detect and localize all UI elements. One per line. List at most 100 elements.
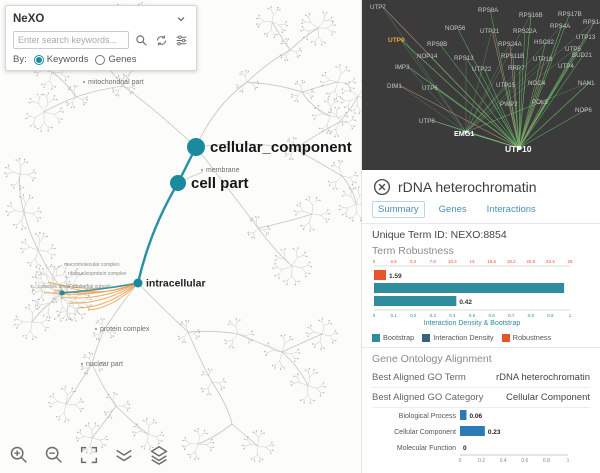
gene-node-label[interactable]: RPS17B (558, 11, 582, 18)
gene-node-label[interactable]: RPS24A (498, 41, 523, 48)
gene-node-label[interactable]: UTP9 (388, 37, 405, 44)
gene-node-label[interactable]: UTP21 (480, 28, 500, 35)
search-by-row: By: Keywords Genes (13, 54, 189, 65)
svg-text:0.6: 0.6 (488, 313, 495, 318)
gene-node-label[interactable]: RRP7 (508, 65, 525, 72)
gene-node-label[interactable]: UTP18 (533, 56, 553, 63)
radio-keywords-input[interactable] (33, 54, 44, 65)
go-alignment-rows: Best Aligned GO Term rDNA heterochromati… (372, 368, 590, 408)
svg-text:cell part: cell part (191, 175, 249, 192)
tree-node[interactable]: intracellular (133, 278, 206, 290)
details-header: rDNA heterochromatin (372, 177, 590, 196)
tree-node[interactable]: protein complex (95, 326, 150, 333)
gene-node-label[interactable]: RPS4A (550, 23, 571, 30)
gene-node-label[interactable]: RPS16B (519, 12, 543, 19)
gene-node-label[interactable]: UTP10 (505, 144, 532, 154)
svg-text:15.6: 15.6 (487, 259, 496, 264)
gene-node-label[interactable]: NOP6 (575, 107, 592, 114)
divider (362, 223, 600, 224)
tree-node[interactable]: nuclear part (81, 361, 123, 368)
gene-node-label[interactable]: BUD21 (572, 52, 593, 59)
svg-text:intracellular: intracellular (146, 278, 206, 290)
gene-node-label[interactable]: UTP8 (419, 118, 435, 125)
gene-node-label[interactable]: HSC82 (534, 39, 555, 46)
search-by-label: By: (13, 54, 27, 65)
tab-interactions[interactable]: Interactions (486, 204, 536, 215)
tree-node[interactable]: macromolecular complex (64, 262, 120, 268)
gene-node-label[interactable]: NAN1 (578, 80, 595, 87)
search-input[interactable] (13, 31, 129, 49)
gene-node-label[interactable]: RPS22A (513, 28, 538, 35)
svg-text:0.2: 0.2 (410, 313, 417, 318)
tab-genes[interactable]: Genes (438, 204, 467, 215)
legend-label: Interaction Density (433, 333, 494, 342)
close-icon[interactable] (372, 177, 391, 196)
legend-item: Bootstrap (372, 333, 414, 342)
tree-node[interactable]: cellular_component (187, 138, 352, 156)
svg-text:0.2: 0.2 (478, 458, 485, 464)
gene-node-label[interactable]: UTP15 (496, 82, 516, 89)
radio-genes[interactable]: Genes (95, 54, 136, 65)
gene-node-label[interactable]: UTP7 (370, 4, 386, 11)
svg-text:20.8: 20.8 (526, 259, 535, 264)
gene-node-label[interactable]: UTP22 (472, 66, 492, 73)
gene-node-label[interactable]: RPS9B (427, 41, 447, 48)
filter-options-icon[interactable] (173, 32, 189, 48)
tree-node[interactable]: membrane (201, 167, 240, 174)
gene-node-label[interactable]: UTP13 (576, 34, 596, 41)
svg-text:1: 1 (569, 313, 572, 318)
tree-node[interactable]: mitochondrial part (83, 79, 144, 86)
expand-levels-icon[interactable] (111, 442, 137, 468)
fit-to-screen-icon[interactable] (76, 442, 102, 468)
gene-node-label[interactable]: EMG1 (454, 129, 474, 138)
legend-swatch (422, 333, 431, 342)
term-id-value: NEXO:8854 (450, 229, 507, 241)
zoom-out-icon[interactable] (41, 442, 67, 468)
gene-node-label[interactable]: RPS13 (454, 55, 474, 62)
gene-node-label[interactable]: RPS11B (501, 53, 524, 60)
tree-node[interactable]: cell part (170, 175, 249, 192)
svg-text:cytosolic small ribosomal subu: cytosolic small ribosomal subunit (38, 284, 111, 290)
layers-icon[interactable] (146, 442, 172, 468)
term-id-label: Unique Term ID: (372, 229, 448, 241)
svg-text:Biological Process: Biological Process (399, 413, 457, 420)
gene-network-canvas[interactable]: UTP7RPS8ARPS16BRPS17BRPS14ANOP56UTP21RPS… (362, 0, 600, 170)
go-term-value: rDNA heterochromatin (496, 372, 590, 383)
radio-genes-input[interactable] (95, 54, 106, 65)
zoom-in-icon[interactable] (6, 442, 32, 468)
app-title: NeXO (13, 13, 45, 25)
svg-text:0.06: 0.06 (469, 413, 482, 420)
svg-text:membrane: membrane (206, 167, 240, 174)
gene-node-label[interactable]: RPS8A (478, 7, 499, 14)
svg-text:0.1: 0.1 (390, 313, 397, 318)
gene-node-label[interactable]: UTP6 (422, 85, 438, 92)
svg-text:2.6: 2.6 (390, 259, 397, 264)
gene-node-label[interactable]: RPS14A (583, 19, 600, 26)
svg-text:0.7: 0.7 (508, 313, 515, 318)
tree-node[interactable]: cytosolic small ribosomal subunit (38, 284, 111, 290)
details-tabs: Summary Genes Interactions (372, 201, 590, 218)
legend-item: Interaction Density (422, 333, 494, 342)
gene-node-label[interactable]: IMP3 (395, 64, 410, 71)
gene-node-label[interactable]: NOP14 (417, 53, 438, 60)
gene-node-label[interactable]: UTP4 (558, 63, 574, 70)
svg-text:0: 0 (373, 313, 376, 318)
gene-node-label[interactable]: NOC4 (528, 80, 546, 87)
gene-node-label[interactable]: POL5 (532, 99, 548, 106)
legend-swatch (372, 333, 380, 342)
gene-node-label[interactable]: UTP5 (565, 46, 581, 53)
refresh-icon[interactable] (153, 32, 169, 48)
search-icon[interactable] (133, 32, 149, 48)
svg-text:1.59: 1.59 (389, 273, 402, 280)
radio-keywords[interactable]: Keywords (33, 54, 88, 65)
gene-node-label[interactable]: PWP2 (500, 101, 518, 108)
gene-node-label[interactable]: NOP56 (445, 25, 466, 32)
tree-node[interactable]: ribonucleoprotein complex (68, 271, 127, 277)
chevron-down-icon[interactable] (173, 11, 189, 27)
svg-text:0.9: 0.9 (547, 313, 554, 318)
divider (362, 347, 600, 348)
tab-summary[interactable]: Summary (372, 201, 425, 218)
gene-node-label[interactable]: DIM1 (387, 83, 402, 90)
